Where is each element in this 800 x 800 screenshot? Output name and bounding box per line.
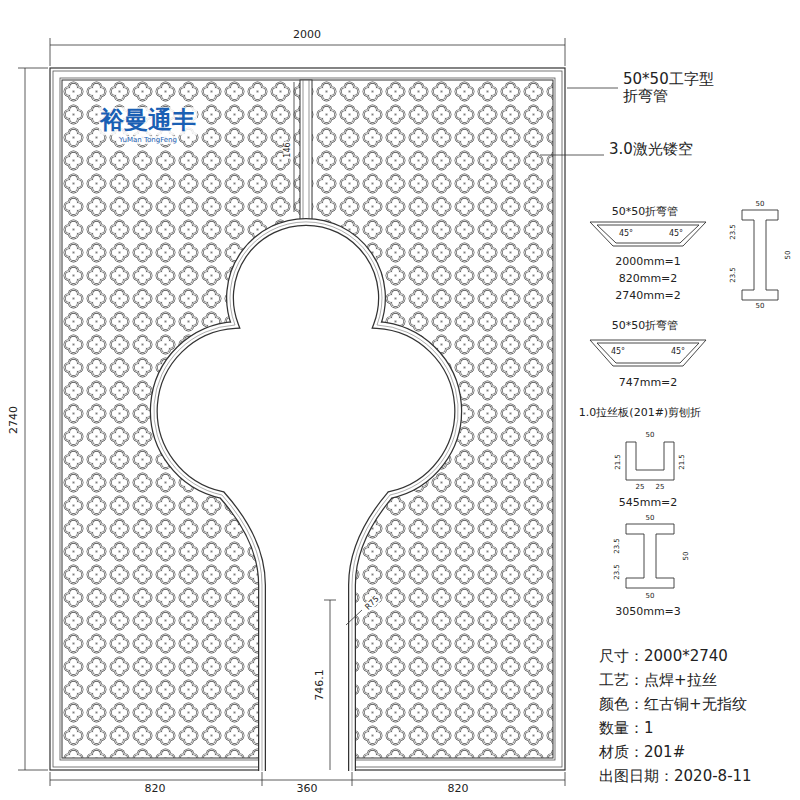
dimension-label: 146 <box>283 141 292 158</box>
watermark: YuMan TongFeng <box>118 136 178 144</box>
callout-note: 50*50工字型 折弯管 <box>622 71 734 106</box>
drawing-part <box>565 38 566 66</box>
dimension-label: 23.5 <box>729 266 737 284</box>
drawing-part <box>597 343 699 363</box>
angle-label: 45° <box>618 229 634 238</box>
dimension-label: 23.5 <box>729 223 737 241</box>
drawing-part <box>50 780 565 781</box>
spec-note: 出图日期：2020-8-11 <box>598 768 753 785</box>
drawing-part <box>742 210 778 300</box>
arch-centre-line <box>154 222 458 771</box>
drawing-part <box>50 38 51 66</box>
drawing-part <box>25 68 26 770</box>
drawing-part <box>294 82 295 212</box>
split-bar-line <box>309 80 310 230</box>
dimension-label: 21.5 <box>614 453 622 471</box>
dimension-label: 23.5 <box>613 537 621 555</box>
angle-label: 45° <box>668 229 684 238</box>
dimension-label: 50 <box>784 250 792 261</box>
dimension-label: 50 <box>645 592 656 600</box>
dimension-label: 360 <box>296 783 319 796</box>
drawing-part <box>346 610 362 625</box>
dimension-label: 23.5 <box>613 563 621 581</box>
cut-length: 820mm=2 <box>618 273 679 286</box>
dimension-label: 746.1 <box>314 668 327 702</box>
drawing-part <box>18 770 48 771</box>
callout-note: 3.0激光镂空 <box>608 141 694 158</box>
arch-trim <box>154 222 458 771</box>
dimension-label: 2000 <box>292 29 322 42</box>
dimension-label: 21.5 <box>678 453 686 471</box>
drawing-part <box>597 225 699 243</box>
spec-note: 颜色：红古铜+无指纹 <box>598 696 748 713</box>
dimension-label: 50 <box>645 514 656 522</box>
cut-length: 3050mm=3 <box>614 606 682 619</box>
drawing-part <box>18 68 48 69</box>
cut-length: 545mm=2 <box>618 497 679 510</box>
watermark: 裕曼通丰 <box>99 107 197 135</box>
dimension-label: 50 <box>755 302 766 310</box>
split-bar-line <box>303 80 304 230</box>
cut-length: 2000mm=1 <box>614 256 682 269</box>
dimension-label: 820 <box>447 783 470 796</box>
split-bar <box>300 80 312 230</box>
drawing-part <box>590 222 706 246</box>
drawing-part <box>324 600 336 601</box>
part-title: 1.0拉丝板(201#)剪刨折 <box>578 407 702 420</box>
dimension-label: 25 <box>655 483 666 491</box>
drawing-part <box>50 772 51 786</box>
radius-label: R75 <box>362 593 381 612</box>
section-drawings <box>590 210 778 588</box>
spec-note: 尺寸：2000*2740 <box>598 648 729 665</box>
spec-note: 材质：201# <box>598 744 686 761</box>
drawing-part <box>567 88 618 89</box>
dimension-label: 2740 <box>8 405 21 435</box>
dimension-label: 50 <box>682 551 690 562</box>
dimension-label: 50 <box>755 200 766 208</box>
drawing-part <box>590 340 706 366</box>
cut-length: 2740mm=2 <box>614 290 682 303</box>
dimension-label: 820 <box>144 783 167 796</box>
dimension-label: 25 <box>635 483 646 491</box>
dimension-lines <box>18 38 618 786</box>
part-title: 50*50折弯管 <box>611 320 680 333</box>
angle-label: 45° <box>610 347 626 356</box>
spec-note: 工艺：点焊+拉丝 <box>598 672 718 689</box>
drawing-part <box>330 600 331 770</box>
drawing-part <box>352 772 353 786</box>
drawing-part <box>626 442 674 480</box>
drawing-part <box>626 524 674 588</box>
drawing-part <box>565 772 566 786</box>
arch-opening <box>154 222 458 771</box>
spec-note: 数量：1 <box>598 720 655 737</box>
drawing-part <box>262 772 263 786</box>
drawing-part <box>540 155 604 156</box>
dimension-label: 50 <box>645 431 656 439</box>
part-title: 50*50折弯管 <box>611 206 680 219</box>
drawing-part <box>50 45 565 46</box>
cut-length: 747mm=2 <box>618 377 679 390</box>
angle-label: 45° <box>670 347 686 356</box>
